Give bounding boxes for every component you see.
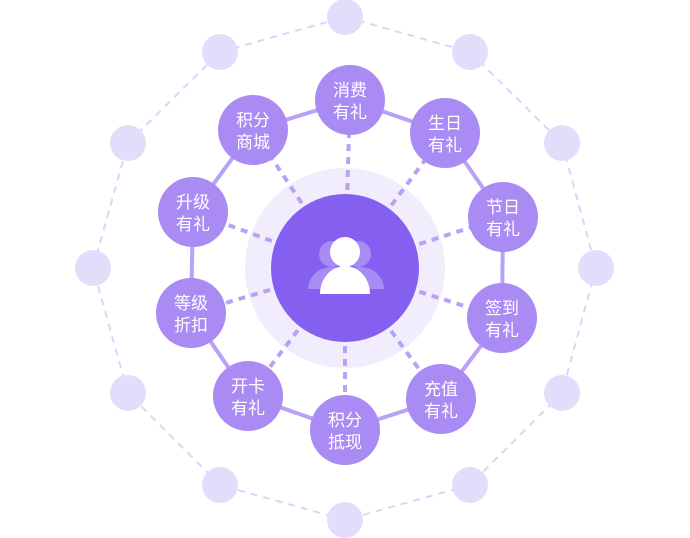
benefit-label-line1: 积分 — [236, 111, 270, 131]
outer-dashed-link — [219, 484, 346, 521]
outer-dashed-link — [92, 142, 129, 269]
benefit-label-line2: 有礼 — [231, 399, 265, 419]
user-body — [320, 266, 370, 294]
benefit-label-line2: 有礼 — [428, 136, 462, 156]
benefit-label-line2: 有礼 — [486, 220, 520, 240]
benefit-label-line2: 有礼 — [176, 215, 210, 235]
benefit-label-line1: 积分 — [328, 411, 362, 431]
benefit-node-circle — [467, 283, 537, 353]
outer-dot — [75, 250, 111, 286]
outer-dot — [452, 34, 488, 70]
outer-dot — [202, 467, 238, 503]
outer-dot — [202, 34, 238, 70]
outer-dashed-link — [127, 51, 221, 144]
benefit-label-line2: 商城 — [236, 133, 270, 153]
outer-dot — [452, 467, 488, 503]
benefit-label-line2: 有礼 — [333, 103, 367, 123]
benefit-node-circle — [406, 364, 476, 434]
user-group-icon — [308, 237, 384, 294]
benefit-node-circle — [213, 361, 283, 431]
outer-dashed-link — [344, 16, 471, 53]
benefit-label-line1: 充值 — [424, 380, 458, 400]
outer-dashed-link — [344, 484, 471, 521]
benefit-node-circle — [315, 65, 385, 135]
benefit-node-circle — [218, 95, 288, 165]
benefit-label-line2: 折扣 — [174, 316, 208, 336]
outer-dashed-link — [561, 267, 597, 394]
outer-dashed-link — [219, 16, 346, 53]
outer-dashed-link — [561, 142, 597, 269]
benefit-label-line2: 有礼 — [424, 402, 458, 422]
benefit-node-circle — [410, 98, 480, 168]
benefit-label-line1: 升级 — [176, 193, 210, 213]
outer-dot — [327, 0, 363, 35]
benefit-label-line1: 签到 — [485, 299, 519, 319]
outer-dot — [544, 375, 580, 411]
outer-dot — [327, 502, 363, 538]
benefit-label-line1: 生日 — [428, 114, 462, 134]
benefit-label-line2: 抵现 — [328, 433, 362, 453]
outer-dashed-link — [92, 267, 129, 394]
benefit-label-line1: 节日 — [486, 198, 520, 218]
outer-dot — [110, 375, 146, 411]
outer-dot — [544, 125, 580, 161]
outer-dashed-link — [127, 392, 221, 486]
benefit-node-circle — [310, 395, 380, 465]
benefit-node-circle — [156, 278, 226, 348]
benefit-label-line2: 有礼 — [485, 321, 519, 341]
benefit-label-line1: 开卡 — [231, 377, 265, 397]
benefit-label-line1: 消费 — [333, 81, 367, 101]
benefit-node-circle — [158, 177, 228, 247]
outer-dot — [578, 250, 614, 286]
benefit-node-circle — [468, 182, 538, 252]
user-head — [330, 237, 360, 267]
outer-dot — [110, 125, 146, 161]
outer-dashed-link — [469, 392, 563, 486]
benefit-label-line1: 等级 — [174, 294, 208, 314]
outer-dashed-link — [469, 51, 563, 144]
